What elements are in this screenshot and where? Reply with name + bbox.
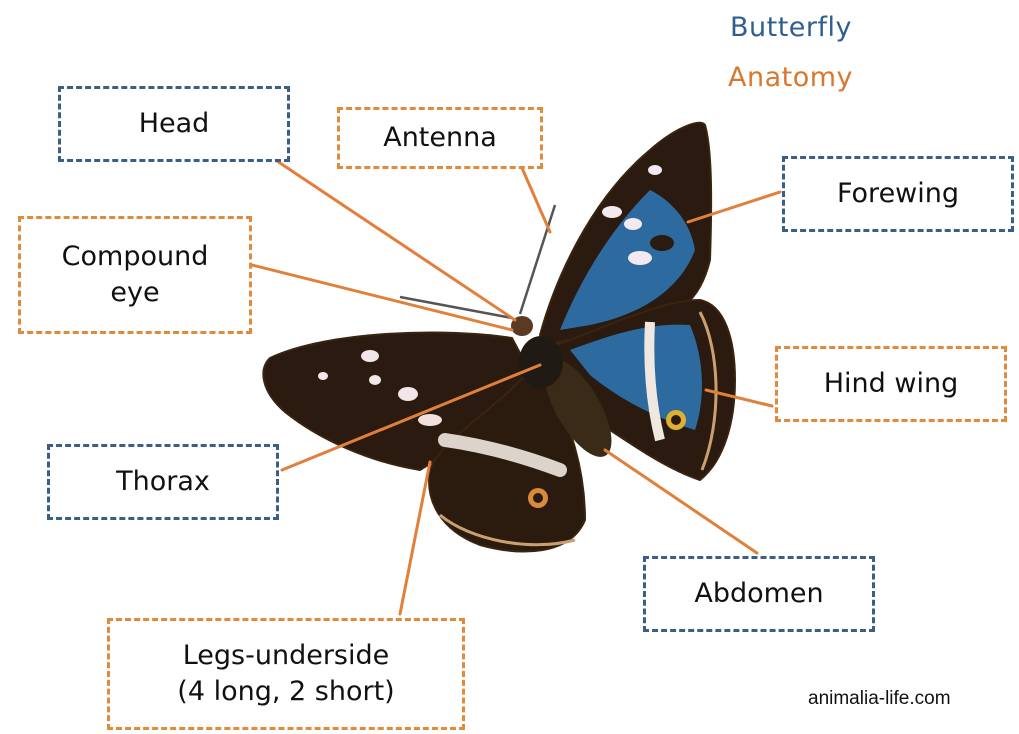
antenna-right bbox=[520, 205, 555, 314]
label-hind-wing: Hind wing bbox=[775, 346, 1007, 422]
butterfly-illustration bbox=[263, 123, 735, 552]
label-hind-wing-text: Hind wing bbox=[824, 366, 958, 402]
label-abdomen-text: Abdomen bbox=[694, 576, 823, 612]
connector-legs bbox=[400, 462, 430, 614]
connector-antenna bbox=[522, 168, 550, 232]
connector-compound-eye bbox=[252, 265, 512, 330]
label-thorax: Thorax bbox=[47, 444, 279, 520]
label-antenna: Antenna bbox=[337, 107, 543, 169]
connector-head bbox=[268, 155, 515, 320]
label-legs-line1: Legs-underside bbox=[183, 638, 390, 674]
label-compound-eye-line1: Compound bbox=[62, 239, 209, 275]
source-credit: animalia-life.com bbox=[808, 688, 951, 710]
label-antenna-text: Antenna bbox=[383, 120, 497, 156]
label-compound-eye: Compound eye bbox=[18, 216, 252, 334]
label-head: Head bbox=[58, 86, 290, 162]
label-legs-line2: (4 long, 2 short) bbox=[177, 674, 394, 710]
label-compound-eye-line2: eye bbox=[110, 275, 159, 311]
diagram-title-line2: Anatomy bbox=[728, 62, 853, 93]
label-thorax-text: Thorax bbox=[116, 464, 210, 500]
label-head-text: Head bbox=[139, 106, 210, 142]
label-forewing-text: Forewing bbox=[837, 176, 959, 212]
label-legs-underside: Legs-underside (4 long, 2 short) bbox=[107, 618, 465, 730]
diagram-title-line1: Butterfly bbox=[730, 12, 852, 43]
label-abdomen: Abdomen bbox=[643, 556, 875, 632]
thorax-shape bbox=[519, 336, 563, 388]
label-forewing: Forewing bbox=[782, 156, 1014, 232]
